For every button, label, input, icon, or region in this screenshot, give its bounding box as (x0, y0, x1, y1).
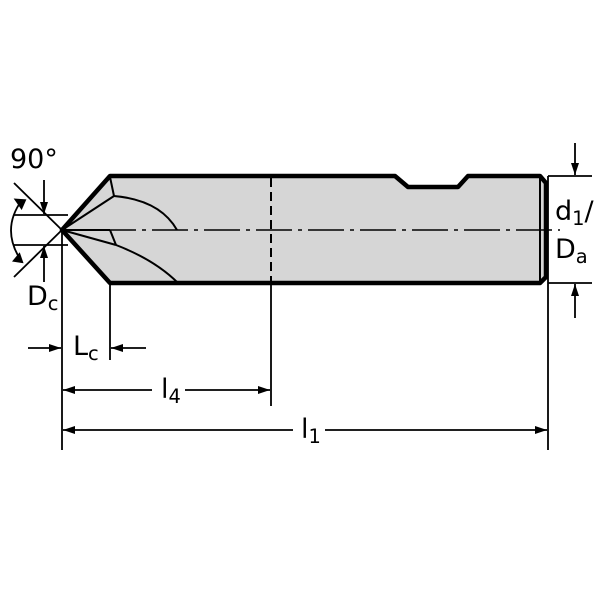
da-label: Da (555, 234, 588, 269)
lc-label: Lc (73, 331, 99, 366)
l1-label: l1 (301, 414, 321, 449)
angle-label: 90° (10, 144, 58, 175)
dc-label: Dc (27, 281, 59, 316)
l4-label: l4 (161, 374, 181, 409)
flute-lines (61, 176, 179, 284)
d1-label: d1/ (555, 196, 594, 231)
angle-arc (10, 199, 23, 263)
